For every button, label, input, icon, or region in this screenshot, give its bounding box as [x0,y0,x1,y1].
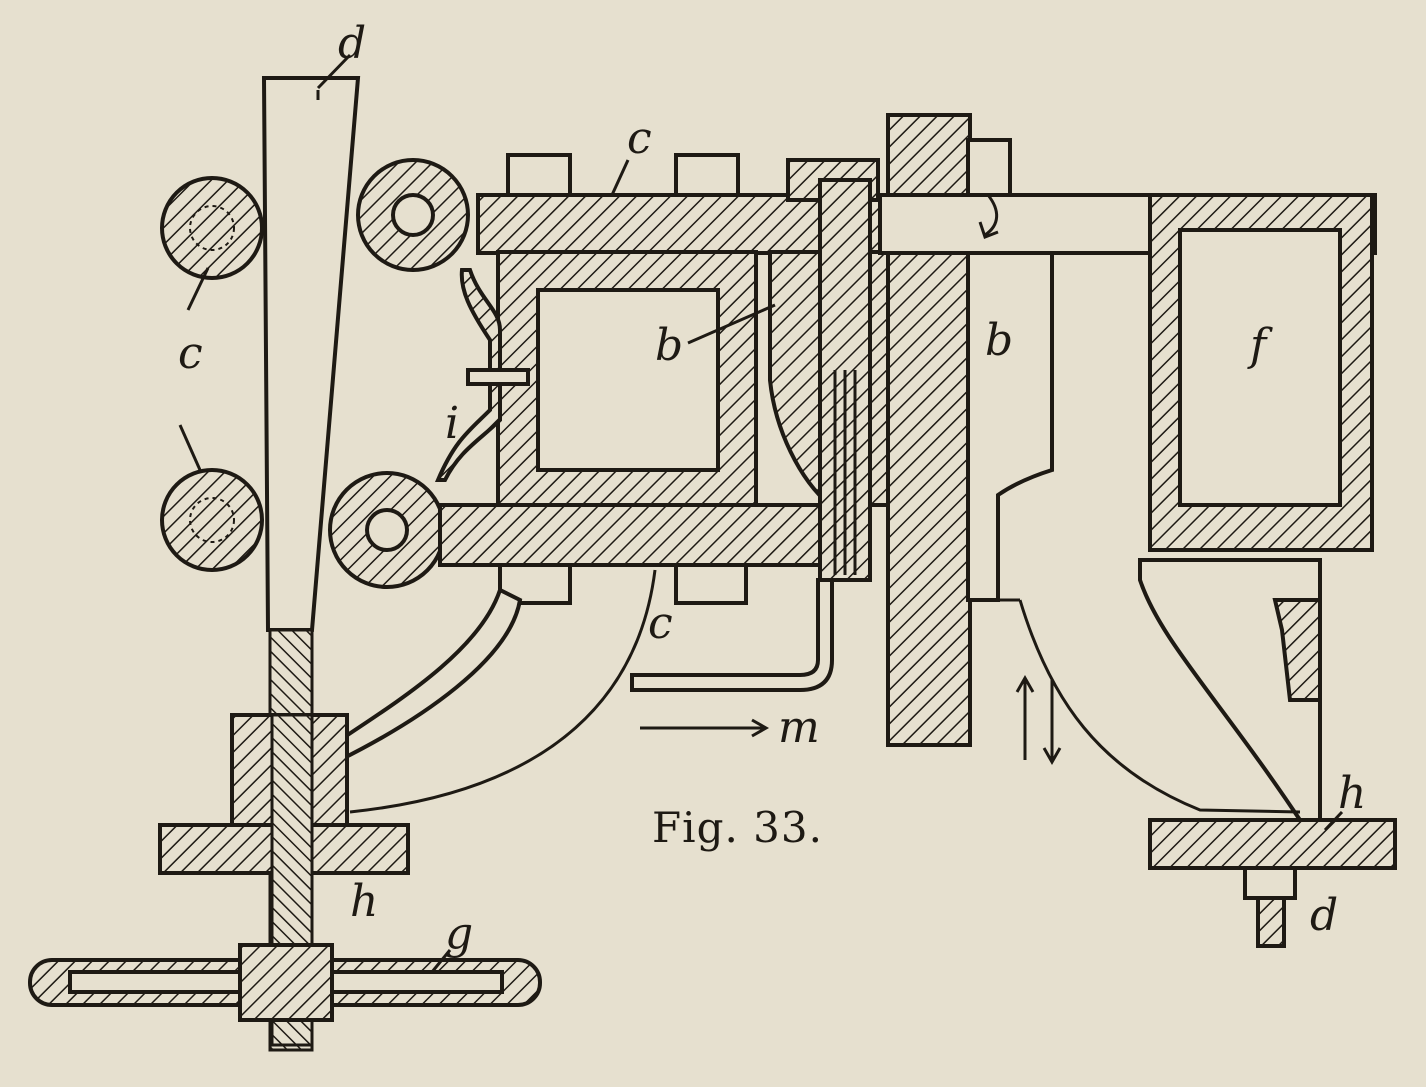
label-d-bottom: d [1310,890,1338,941]
label-m: m [778,702,820,753]
left-rollers [160,176,264,572]
handwheel-g [28,943,542,1022]
box-f [1148,193,1374,552]
cutting-edge [998,598,1301,814]
label-b-right: b [985,315,1013,366]
label-c-top: c [627,113,652,164]
slider [630,178,872,692]
figure-caption: Fig. 33. [652,803,823,852]
label-b-center: b [655,320,683,371]
label-i: i [445,398,459,449]
label-c-left: c [178,328,203,379]
right-arm [1138,558,1397,948]
lever-i [434,268,530,482]
label-h-left: h [350,876,378,927]
right-rollers [328,158,470,589]
label-h-right: h [1338,768,1366,819]
motion-arrows [640,194,1062,766]
label-c-bottom: c [648,598,673,649]
